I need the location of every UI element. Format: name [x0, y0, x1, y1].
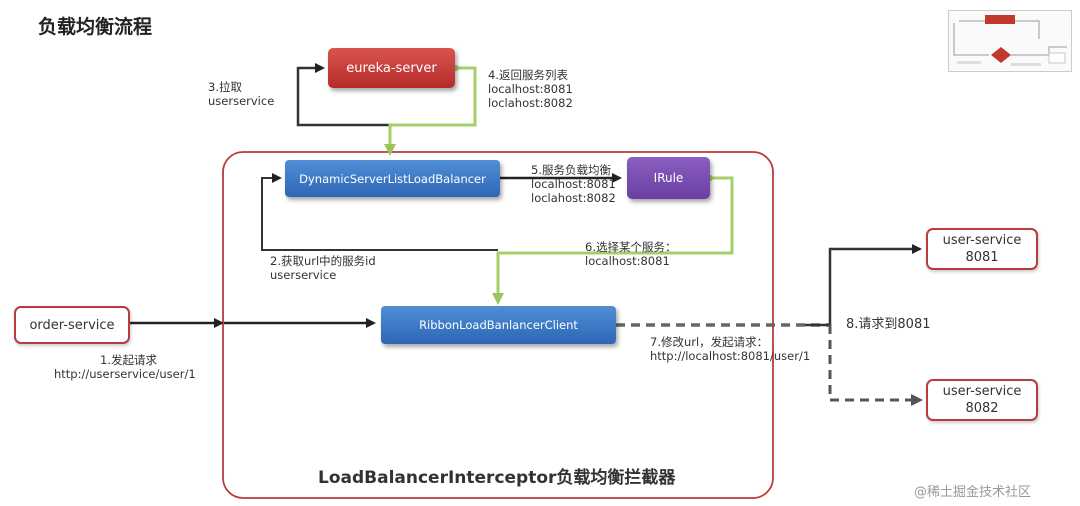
step-2-label: 2.获取url中的服务id userservice	[270, 254, 376, 282]
arrow-to-8082	[828, 325, 923, 406]
step-3-title: 3.拉取	[208, 80, 242, 94]
step-4-line-1: localhost:8081	[488, 82, 573, 96]
order-service-node: order-service	[14, 306, 130, 344]
dynamic-lb-label: DynamicServerListLoadBalancer	[299, 171, 486, 186]
dynamic-lb-node: DynamicServerListLoadBalancer	[285, 160, 500, 197]
step-6-title: 6.选择某个服务：	[585, 240, 677, 254]
step-4-label: 4.返回服务列表 localhost:8081 loclahost:8082	[488, 68, 573, 110]
page-title: 负载均衡流程	[38, 16, 153, 38]
step-4-title: 4.返回服务列表	[488, 68, 568, 82]
arrow-get-service-id	[261, 173, 498, 251]
step-6-detail: localhost:8081	[585, 254, 670, 268]
user-service-8082-node: user-service 8082	[926, 379, 1038, 421]
ribbon-client-label: RibbonLoadBanlancerClient	[419, 318, 578, 332]
step-5-line-2: loclahost:8082	[531, 191, 616, 205]
irule-label: IRule	[653, 171, 684, 185]
step-6-label: 6.选择某个服务： localhost:8081	[585, 240, 676, 268]
step-1-title: 1.发起请求	[100, 353, 157, 367]
step-1-detail: http://userservice/user/1	[54, 367, 196, 381]
step-4-line-2: loclahost:8082	[488, 96, 573, 110]
arrow-return-list	[384, 66, 477, 156]
step-8-title: 8.请求到8081	[846, 317, 931, 332]
step-3-detail: userservice	[208, 94, 275, 108]
user-service-8081-port: 8081	[965, 250, 999, 265]
step-1-label: 1.发起请求 http://userservice/user/1	[54, 353, 196, 381]
thumbnail-graphic	[953, 15, 1067, 66]
diagram-thumbnail	[948, 10, 1072, 72]
user-service-8081-name: user-service	[942, 233, 1022, 248]
step-7-title: 7.修改url，发起请求：	[650, 335, 769, 349]
watermark: @稀土掘金技术社区	[914, 485, 1032, 500]
step-5-line-1: localhost:8081	[531, 177, 616, 191]
eureka-server-label: eureka-server	[346, 60, 437, 76]
step-2-detail: userservice	[270, 268, 337, 282]
step-3-label: 3.拉取 userservice	[208, 80, 274, 108]
interceptor-title: LoadBalancerInterceptor负载均衡拦截器	[318, 468, 676, 488]
step-7-label: 7.修改url，发起请求： http://localhost:8081/user…	[650, 335, 810, 363]
user-service-8081-node: user-service 8081	[926, 228, 1038, 270]
step-2-title: 2.获取url中的服务id	[270, 254, 376, 268]
order-service-label: order-service	[29, 317, 115, 333]
step-5-label: 5.服务负载均衡 localhost:8081 loclahost:8082	[531, 163, 616, 205]
step-8-label: 8.请求到8081	[846, 318, 931, 332]
ribbon-client-node: RibbonLoadBanlancerClient	[381, 306, 616, 344]
irule-node: IRule	[627, 157, 710, 199]
user-service-8082-port: 8082	[965, 401, 999, 416]
step-7-detail: http://localhost:8081/user/1	[650, 349, 811, 363]
user-service-8082-name: user-service	[942, 384, 1022, 399]
step-5-title: 5.服务负载均衡	[531, 163, 611, 177]
arrow-to-8081	[805, 244, 922, 327]
arrow-choose-service	[492, 176, 734, 305]
eureka-server-node: eureka-server	[328, 48, 455, 88]
arrow-pull-eureka	[296, 63, 390, 127]
